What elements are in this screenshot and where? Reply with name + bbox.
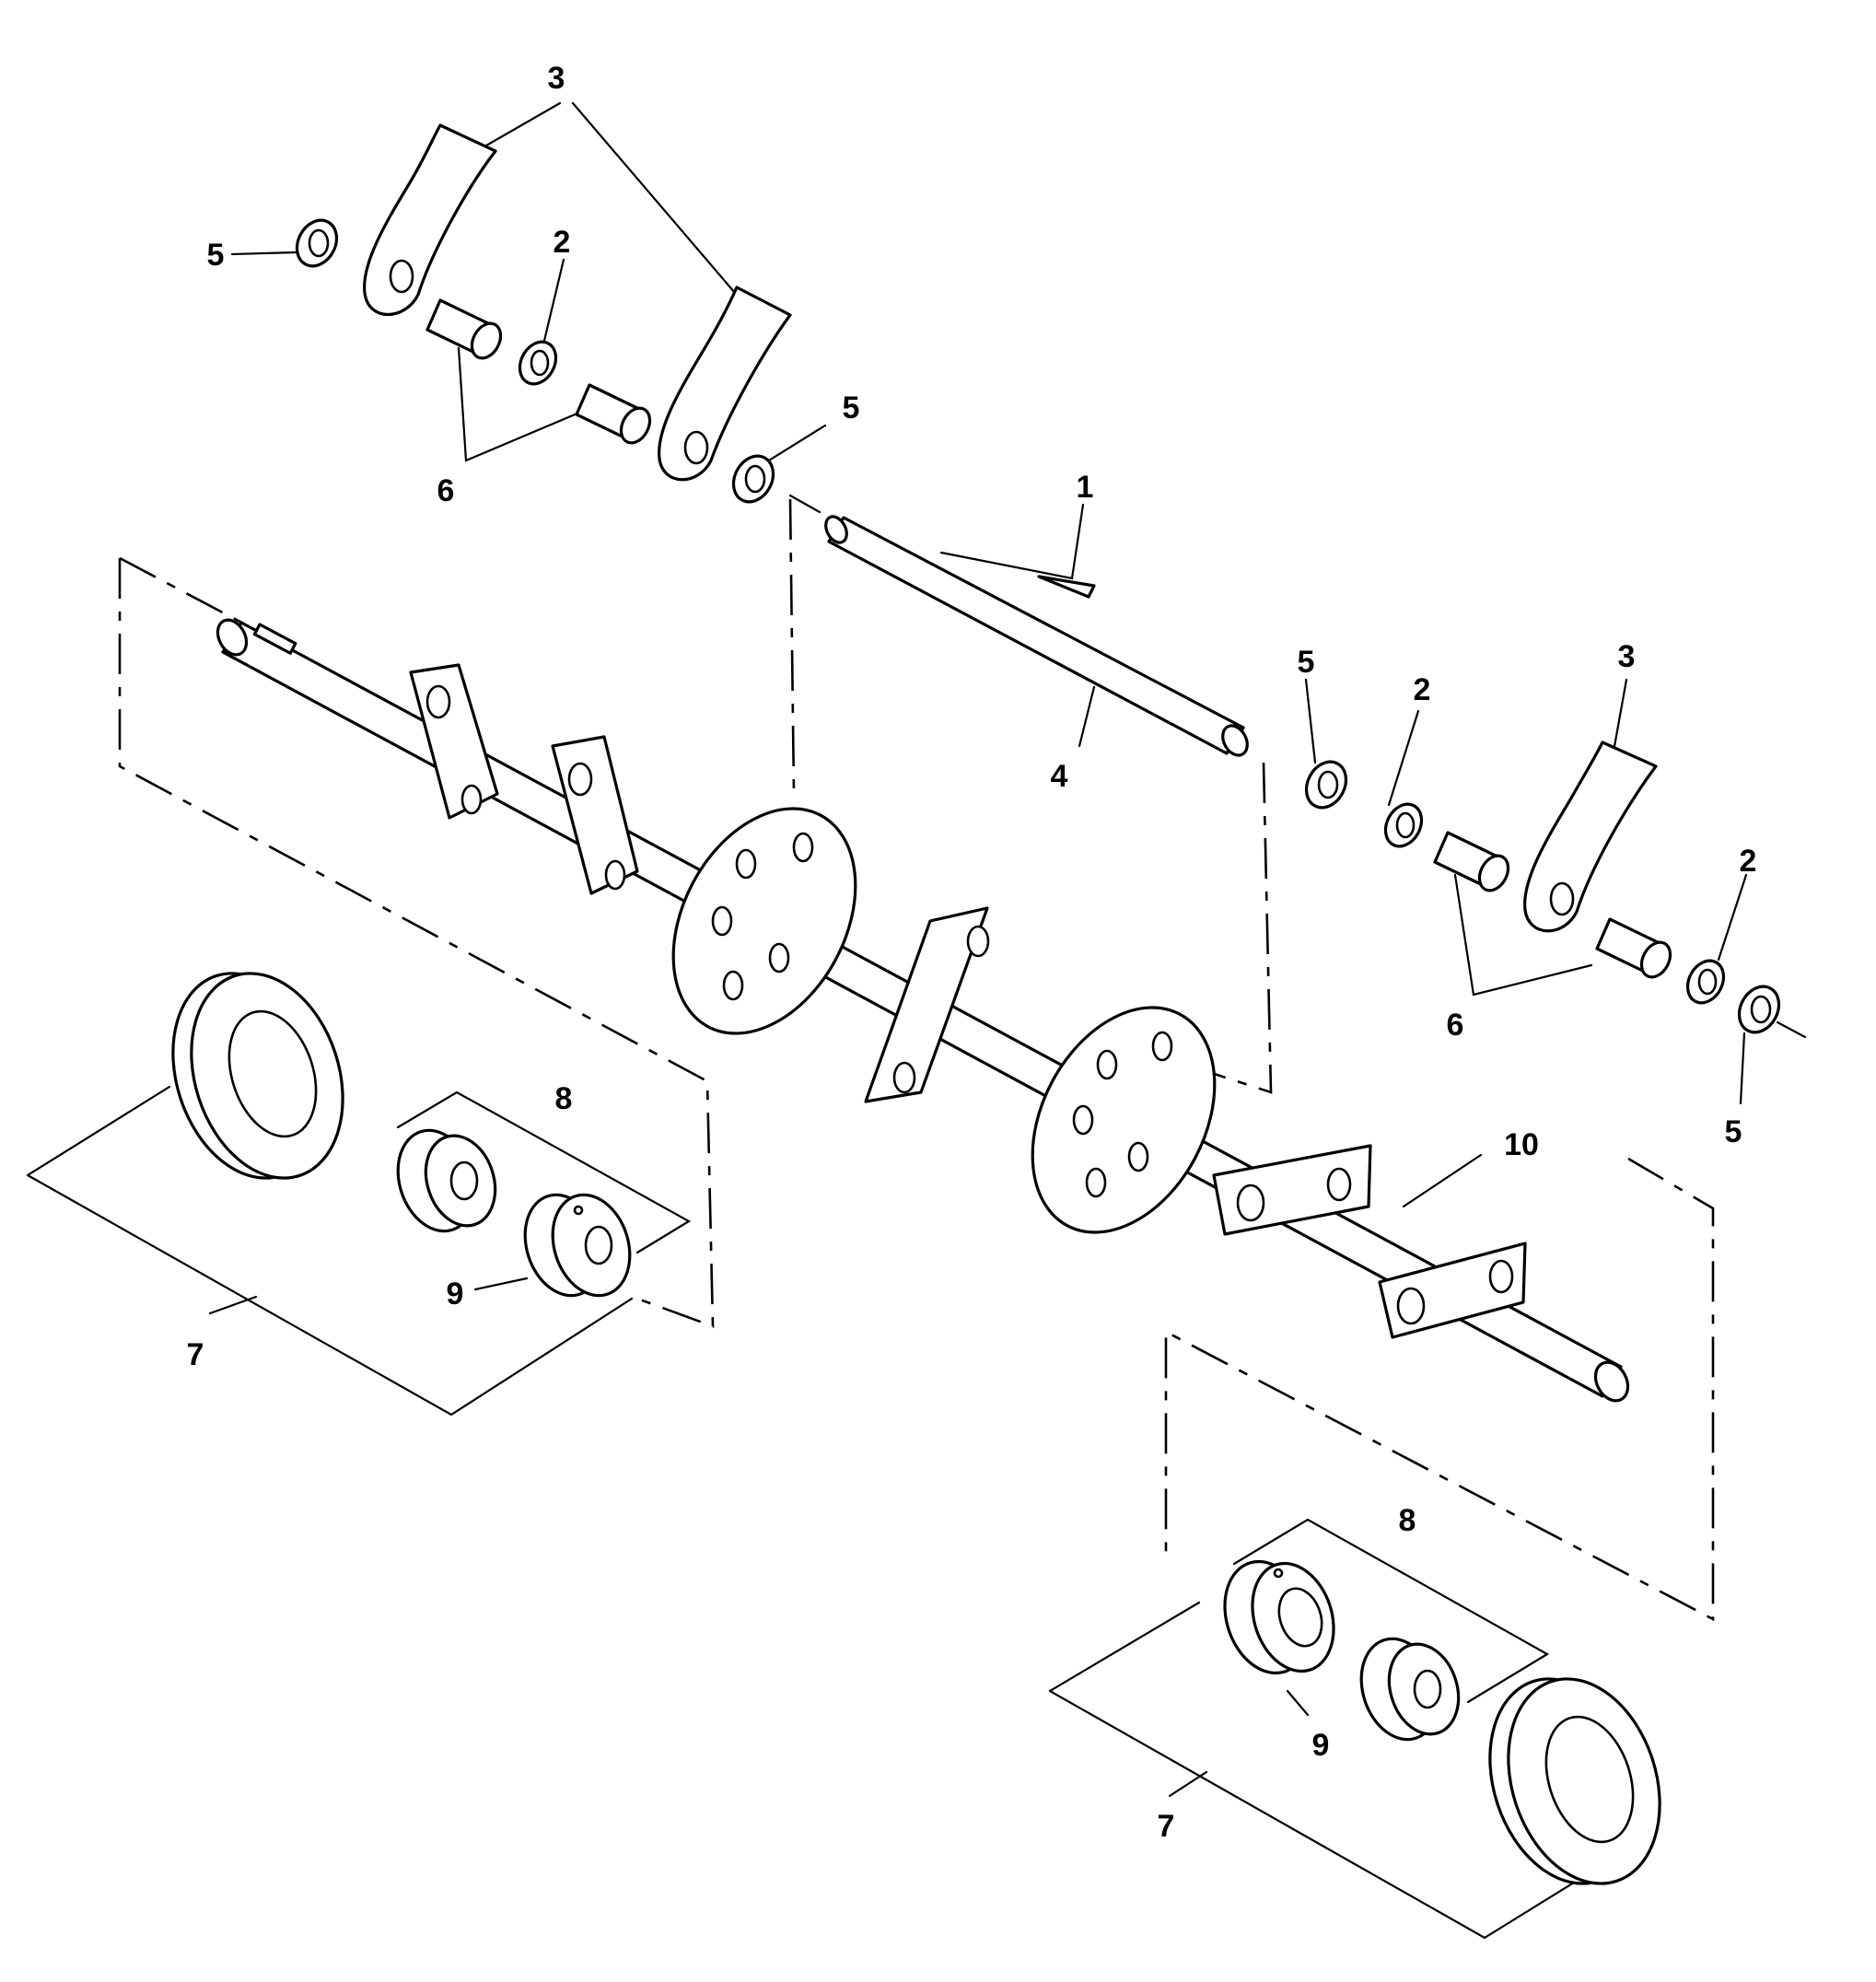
callout-6-left: 6 [437, 473, 455, 508]
washers-right [1304, 760, 1807, 1039]
lever-arm-center [658, 286, 792, 482]
pivot-rod [824, 515, 1249, 757]
bushings-right [1433, 831, 1672, 979]
leader-lines [26, 101, 1748, 1940]
callout-6-right: 6 [1447, 1008, 1464, 1043]
callout-8-left: 8 [555, 1081, 573, 1116]
callout-3-right: 3 [1618, 639, 1636, 674]
callout-5-right: 5 [1298, 645, 1315, 680]
cotter-pin [1037, 575, 1096, 599]
lever-arm-left [363, 123, 497, 316]
bearing-left [171, 972, 344, 1180]
callout-10-main-shaft: 10 [1504, 1127, 1539, 1162]
washers-top [295, 218, 775, 504]
callout-2-top: 2 [553, 225, 571, 260]
callout-8-right: 8 [1399, 1503, 1416, 1538]
shaft-flanges [409, 663, 1527, 1339]
callout-5-far-right: 5 [1725, 1114, 1742, 1149]
callout-2-far-right: 2 [1740, 844, 1757, 879]
callout-3-top: 3 [548, 61, 565, 96]
bearing-insert-left [396, 1128, 497, 1233]
locking-collar-right [1223, 1559, 1335, 1675]
callout-7-right: 7 [1158, 1809, 1175, 1844]
bearing-right [1488, 1677, 1661, 1885]
callout-9-left: 9 [447, 1277, 464, 1312]
bushings-top [425, 298, 652, 445]
callout-5-top-left: 5 [207, 238, 225, 273]
callout-7-left: 7 [187, 1337, 204, 1372]
callout-5-top-center: 5 [843, 391, 860, 426]
callout-9-right: 9 [1312, 1728, 1330, 1763]
callout-4-pivot-rod: 4 [1051, 759, 1068, 794]
callout-2-right: 2 [1414, 672, 1431, 707]
callout-labels: 3 5 2 5 6 1 4 5 2 3 2 6 5 8 10 9 7 8 9 7 [187, 61, 1757, 1844]
lever-arm-right [1523, 740, 1658, 933]
callout-1-cotter-pin: 1 [1077, 470, 1094, 505]
locking-collar-left [523, 1193, 632, 1298]
bearing-insert-right [1359, 1637, 1461, 1742]
